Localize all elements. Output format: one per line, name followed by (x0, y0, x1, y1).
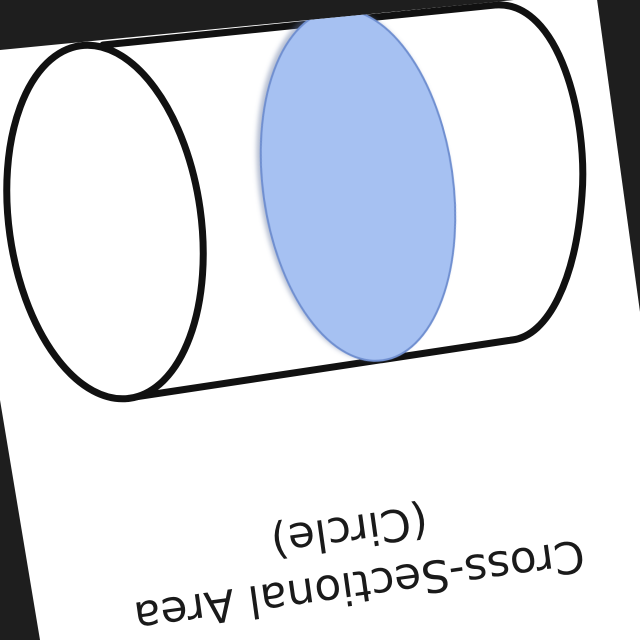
cylinder-right-end (491, 1, 587, 344)
cylinder-left-end (3, 41, 207, 403)
cylinder-top-edge (99, 1, 499, 49)
cylinder-bottom-edge (124, 336, 516, 402)
